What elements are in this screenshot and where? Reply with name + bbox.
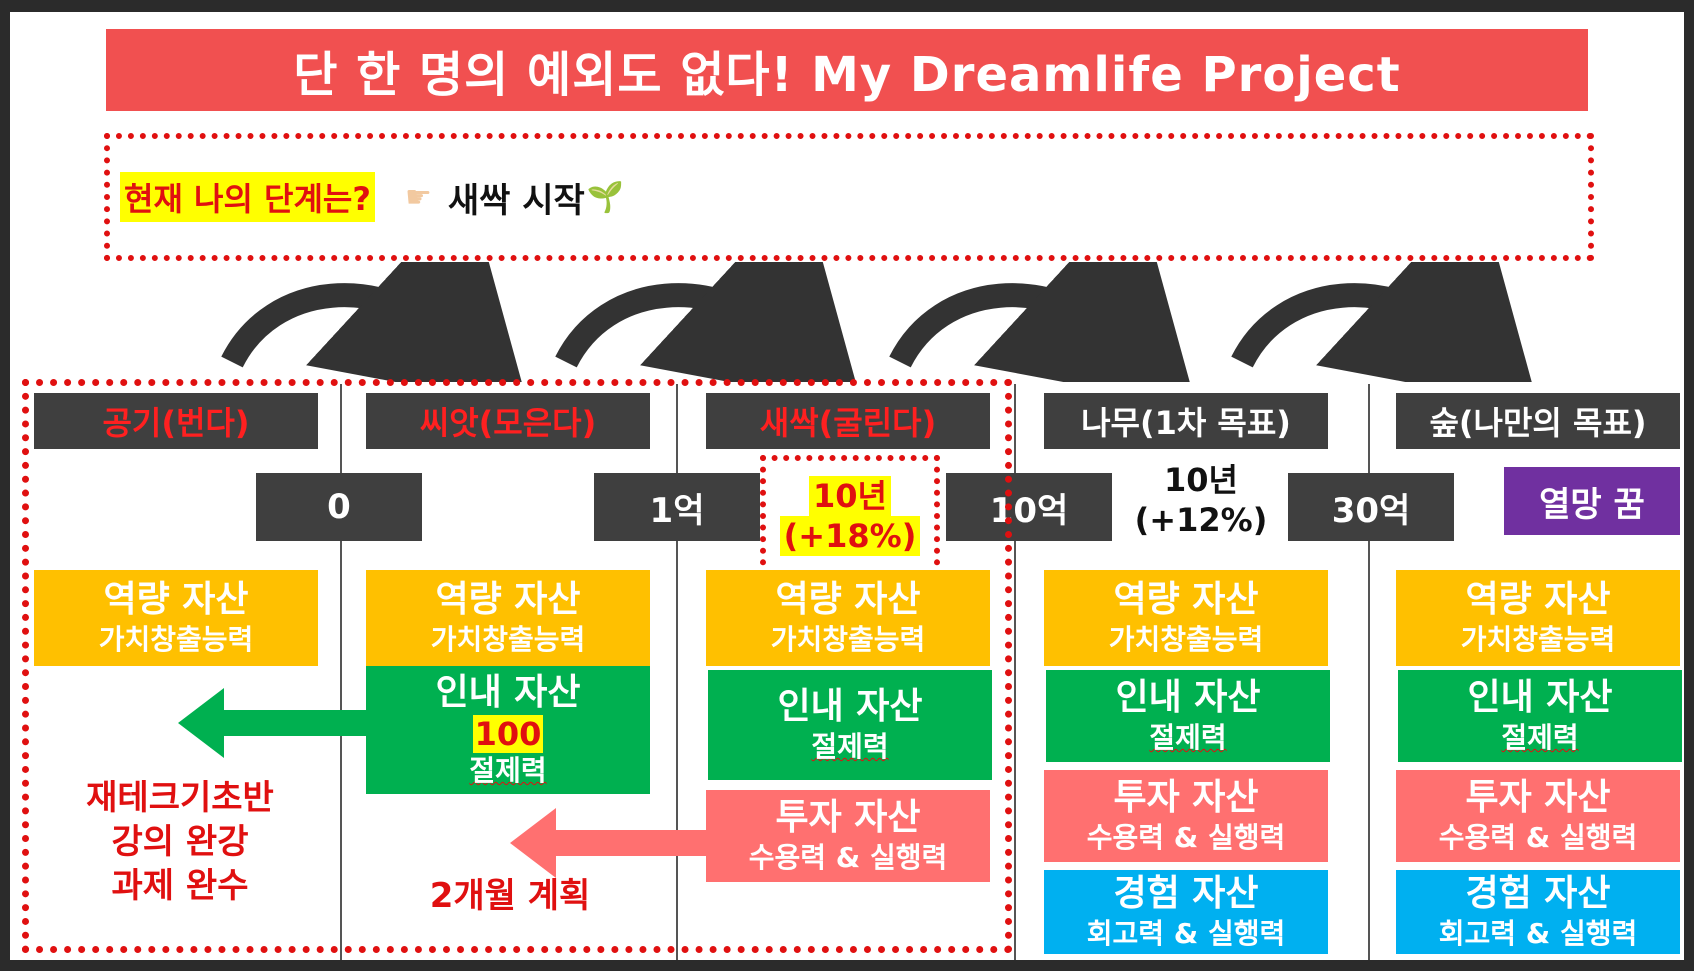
air-actions: 재테크기초반 강의 완강 과제 완수: [86, 778, 274, 906]
page-title: 단 한 명의 예외도 없다! My Dreamlife Project: [106, 29, 1588, 111]
current-stage-label: 현재 나의 단계는?: [120, 172, 375, 222]
arrow-sprout-to-tree: [889, 262, 1197, 382]
stage-air: 공기(번다): [34, 393, 318, 449]
stage-forest: 숲(나만의 목표): [1396, 393, 1680, 449]
patience-asset-sprout: 인내 자산 절제력: [708, 670, 992, 780]
amount-30eok: 30억: [1288, 473, 1454, 541]
tree-period: 10년 (+12%): [1116, 460, 1286, 540]
column-divider: [1014, 384, 1016, 960]
arrow-seed-to-sprout: [555, 262, 863, 382]
tree-period-rate: (+12%): [1134, 501, 1268, 539]
arrow-left-to-seed: [510, 808, 710, 878]
investment-asset-sprout: 투자 자산 수용력 & 실행력: [706, 790, 990, 882]
patience-asset-seed: 인내 자산 100 절제력: [366, 666, 650, 794]
capability-asset-forest: 역량 자산 가치창출능력: [1396, 570, 1680, 666]
sprout-period-years: 10년: [809, 476, 891, 516]
investment-asset-tree: 투자 자산 수용력 & 실행력: [1044, 770, 1328, 862]
column-divider: [676, 384, 678, 960]
patience-asset-tree: 인내 자산 절제력: [1046, 670, 1330, 762]
current-focus-region: [22, 379, 1012, 953]
amount-dream: 열망 꿈: [1504, 467, 1680, 535]
arrow-tree-to-forest: [1231, 262, 1539, 382]
stage-sprout: 새싹(굴린다): [706, 393, 990, 449]
seedling-icon: 🌱: [586, 179, 625, 215]
seed-plan: 2개월 계획: [429, 876, 591, 916]
capability-asset-air: 역량 자산 가치창출능력: [34, 570, 318, 666]
column-divider: [340, 384, 342, 960]
tree-period-years: 10년: [1164, 461, 1238, 499]
experience-asset-forest: 경험 자산 회고력 & 실행력: [1396, 870, 1680, 954]
pointing-hand-icon: ☛: [404, 179, 432, 215]
patience-asset-forest: 인내 자산 절제력: [1398, 670, 1682, 762]
amount-1eok: 1억: [594, 473, 760, 541]
progress-arrows: [221, 262, 1539, 382]
sprout-period-rate: (+18%): [779, 516, 921, 556]
capability-asset-sprout: 역량 자산 가치창출능력: [706, 570, 990, 666]
capability-asset-tree: 역량 자산 가치창출능력: [1044, 570, 1328, 666]
stage-tree: 나무(1차 목표): [1044, 393, 1328, 449]
sprout-period-highlight: 10년 (+18%): [760, 455, 940, 577]
amount-0: 0: [256, 473, 422, 541]
column-divider: [1368, 384, 1370, 960]
capability-asset-seed: 역량 자산 가치창출능력: [366, 570, 650, 666]
slide: 단 한 명의 예외도 없다! My Dreamlife Project 현재 나…: [10, 12, 1684, 960]
experience-asset-tree: 경험 자산 회고력 & 실행력: [1044, 870, 1328, 954]
arrow-air-to-seed: [221, 262, 529, 382]
patience-score: 100: [472, 715, 544, 753]
current-stage-value: 새싹 시작: [447, 180, 585, 221]
current-stage-box: 현재 나의 단계는? ☛ 새싹 시작 🌱: [104, 133, 1594, 261]
amount-10eok: 10억: [946, 473, 1112, 541]
arrow-left-to-air: [178, 688, 378, 758]
investment-asset-forest: 투자 자산 수용력 & 실행력: [1396, 770, 1680, 862]
stage-seed: 씨앗(모은다): [366, 393, 650, 449]
